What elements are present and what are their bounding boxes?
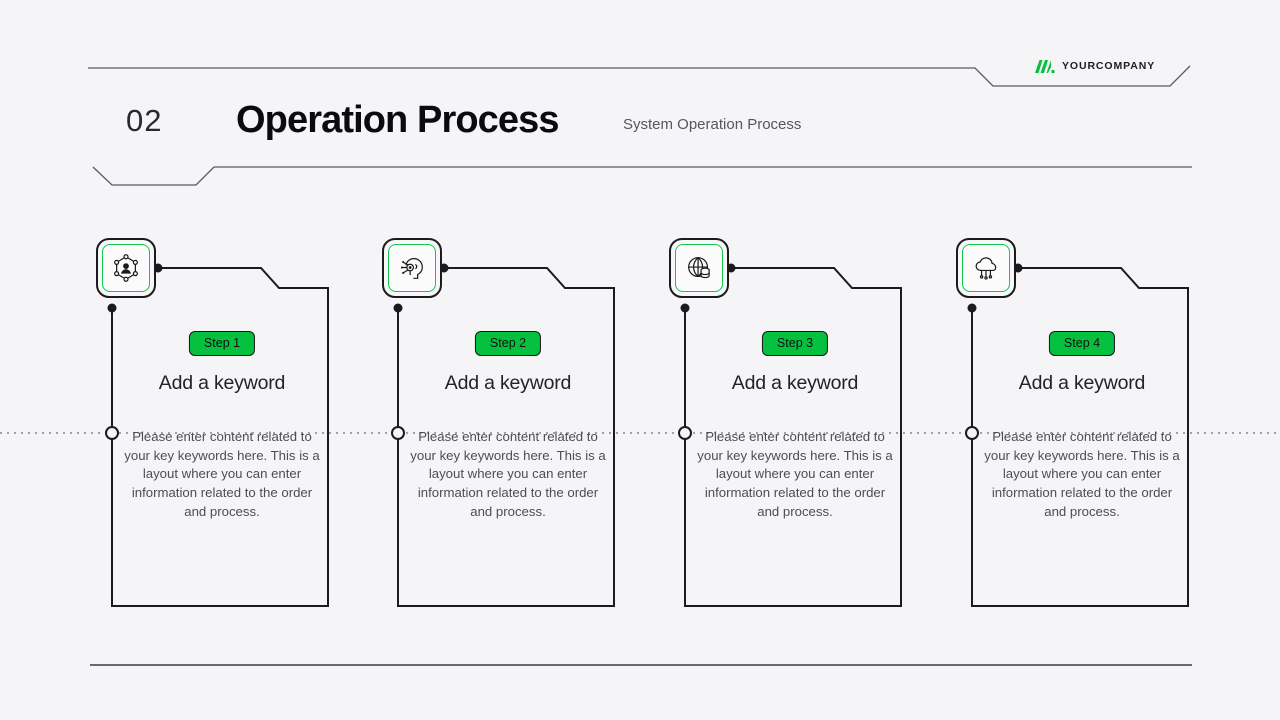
- page-subtitle: System Operation Process: [623, 116, 802, 133]
- process-step-card[interactable]: Step 3 Add a keyword Please enter conten…: [669, 238, 921, 608]
- step-badge: Step 1: [188, 331, 256, 356]
- step-icon-inner: [962, 244, 1010, 292]
- card-body-text: Please enter content related to your key…: [410, 429, 606, 519]
- top-rule: [88, 65, 1191, 87]
- step-icon-box: [382, 238, 442, 298]
- card-title: Add a keyword: [731, 372, 859, 394]
- card-body-text: Please enter content related to your key…: [124, 429, 320, 519]
- step-icon-box: [96, 238, 156, 298]
- step-badge: Step 4: [1048, 331, 1116, 356]
- process-step-card[interactable]: Step 2 Add a keyword Please enter conten…: [382, 238, 634, 608]
- card-title: Add a keyword: [444, 372, 572, 394]
- step-icon-box: [669, 238, 729, 298]
- cloud-network-icon: [975, 257, 997, 280]
- ai-head-icon: [400, 258, 423, 279]
- step-badge: Step 3: [761, 331, 829, 356]
- process-step-card[interactable]: Step 4 Add a keyword Please enter conten…: [956, 238, 1208, 608]
- card-title: Add a keyword: [1018, 372, 1146, 394]
- step-icon-box: [956, 238, 1016, 298]
- page-title: Operation Process: [236, 99, 560, 141]
- card-body-text: Please enter content related to your key…: [984, 429, 1180, 519]
- company-logo-mark: [1035, 59, 1055, 73]
- step-icon-inner: [388, 244, 436, 292]
- brand-name: YOURCOMPANY: [1062, 60, 1156, 72]
- header-rule: [92, 166, 1192, 186]
- card-outline: [965, 263, 1189, 607]
- globe-database-icon: [688, 257, 710, 279]
- card-title: Add a keyword: [158, 372, 286, 394]
- process-step-card[interactable]: Step 1 Add a keyword Please enter conten…: [96, 238, 348, 608]
- step-badge: Step 2: [474, 331, 542, 356]
- card-body-text: Please enter content related to your key…: [697, 429, 893, 519]
- section-number: 02: [126, 103, 163, 138]
- user-network-icon: [114, 254, 138, 282]
- step-icon-inner: [102, 244, 150, 292]
- brand-logo: YOURCOMPANY: [1034, 57, 1155, 75]
- step-icon-inner: [675, 244, 723, 292]
- card-outline: [678, 263, 902, 607]
